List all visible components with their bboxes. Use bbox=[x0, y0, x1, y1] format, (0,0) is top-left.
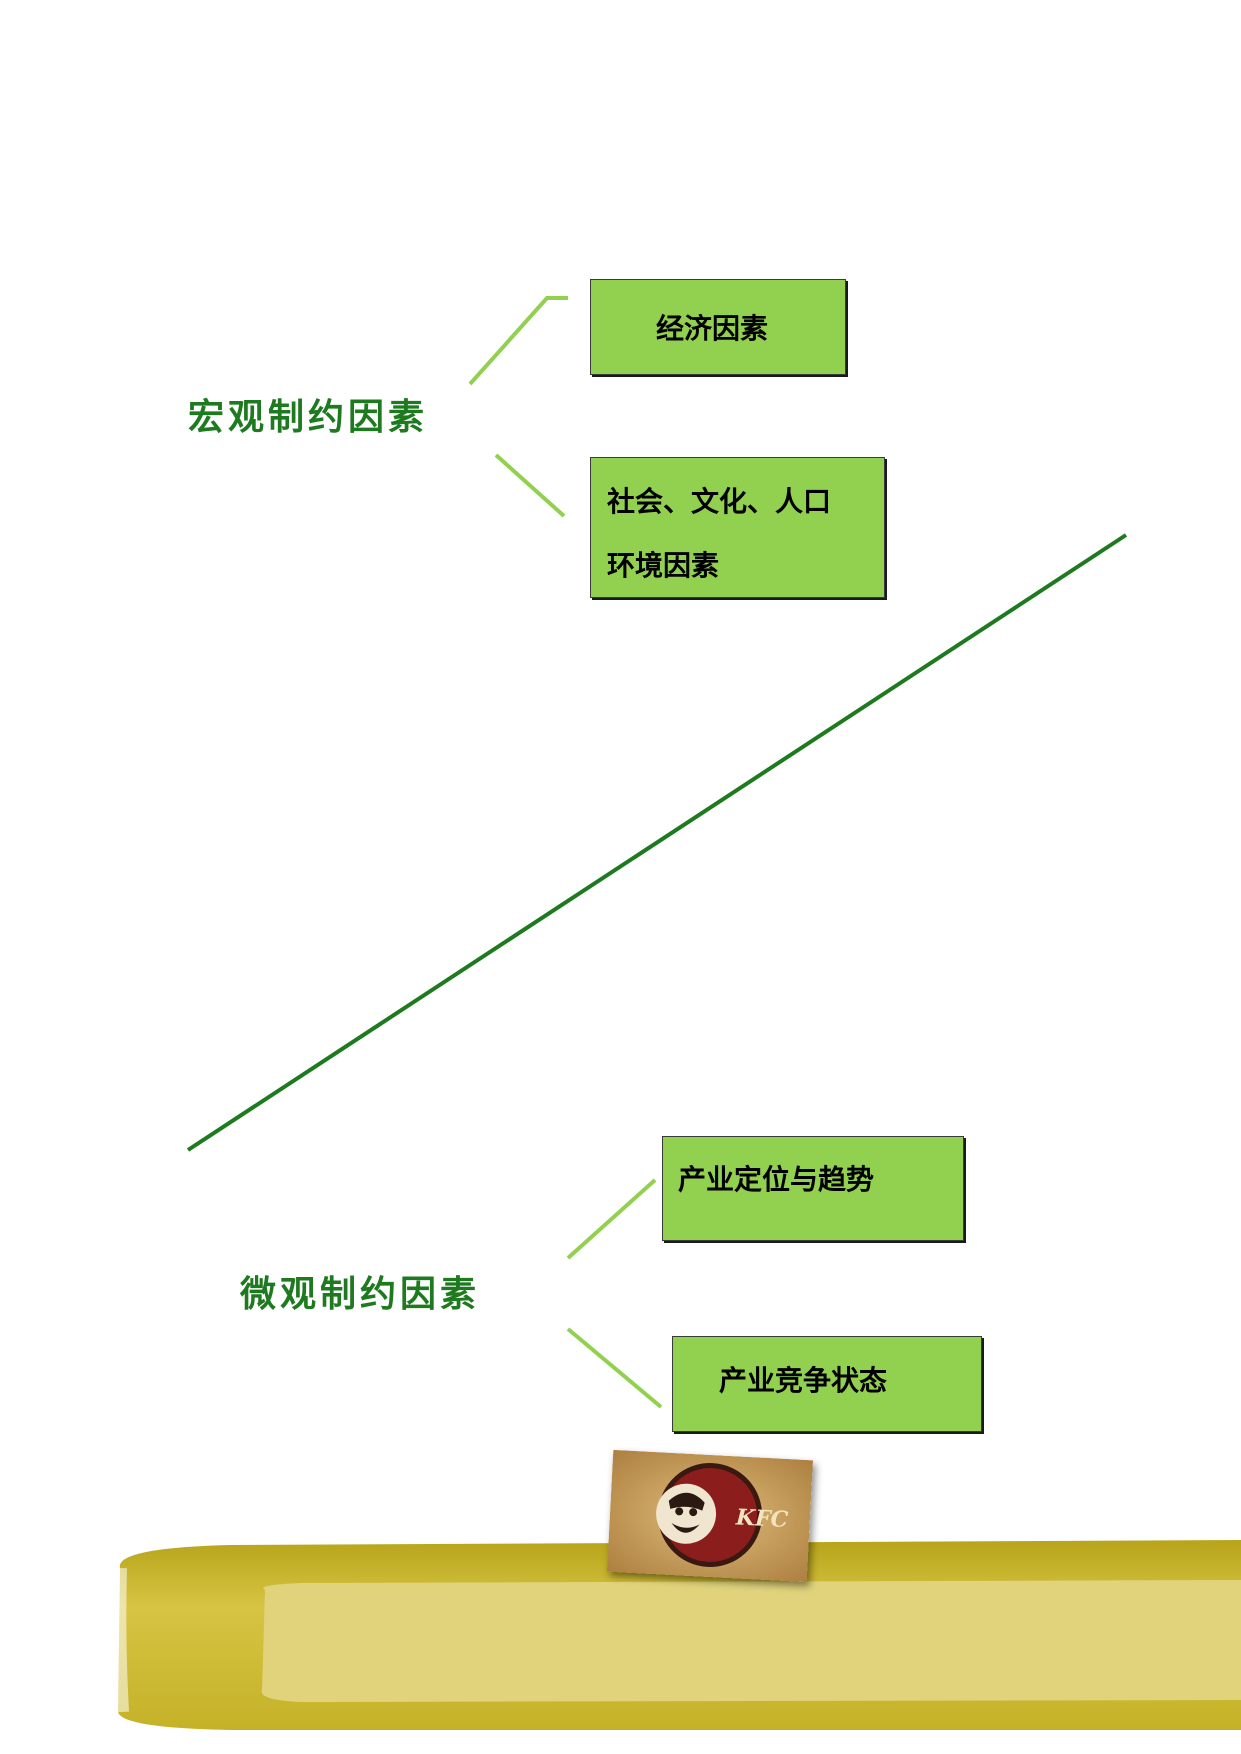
box-label-line-1: 社会、文化、人口 bbox=[607, 485, 832, 518]
box-social-cultural-factors: 社会、文化、人口 环境因素 bbox=[590, 457, 885, 598]
decorative-bottom-band bbox=[112, 1540, 1241, 1730]
box-economic-factors: 经济因素 bbox=[590, 279, 846, 375]
diagonal-divider-line bbox=[186, 533, 1128, 1152]
box-label: 产业定位与趋势 bbox=[678, 1163, 875, 1196]
box-industry-positioning: 产业定位与趋势 bbox=[662, 1136, 964, 1241]
box-label: 经济因素 bbox=[656, 312, 769, 345]
connector-micro-competition bbox=[566, 1327, 663, 1409]
connector-micro-positioning bbox=[566, 1178, 657, 1260]
box-label: 产业竞争状态 bbox=[719, 1364, 888, 1397]
macro-heading: 宏观制约因素 bbox=[188, 397, 429, 438]
micro-heading: 微观制约因素 bbox=[240, 1274, 481, 1315]
logo-text: KFC bbox=[734, 1504, 789, 1533]
connector-macro-social bbox=[494, 453, 566, 518]
box-label-line-2: 环境因素 bbox=[607, 549, 720, 582]
box-industry-competition: 产业竞争状态 bbox=[672, 1336, 982, 1432]
connector-macro-economic bbox=[468, 296, 568, 386]
kfc-logo-icon: KFC bbox=[606, 1449, 814, 1583]
